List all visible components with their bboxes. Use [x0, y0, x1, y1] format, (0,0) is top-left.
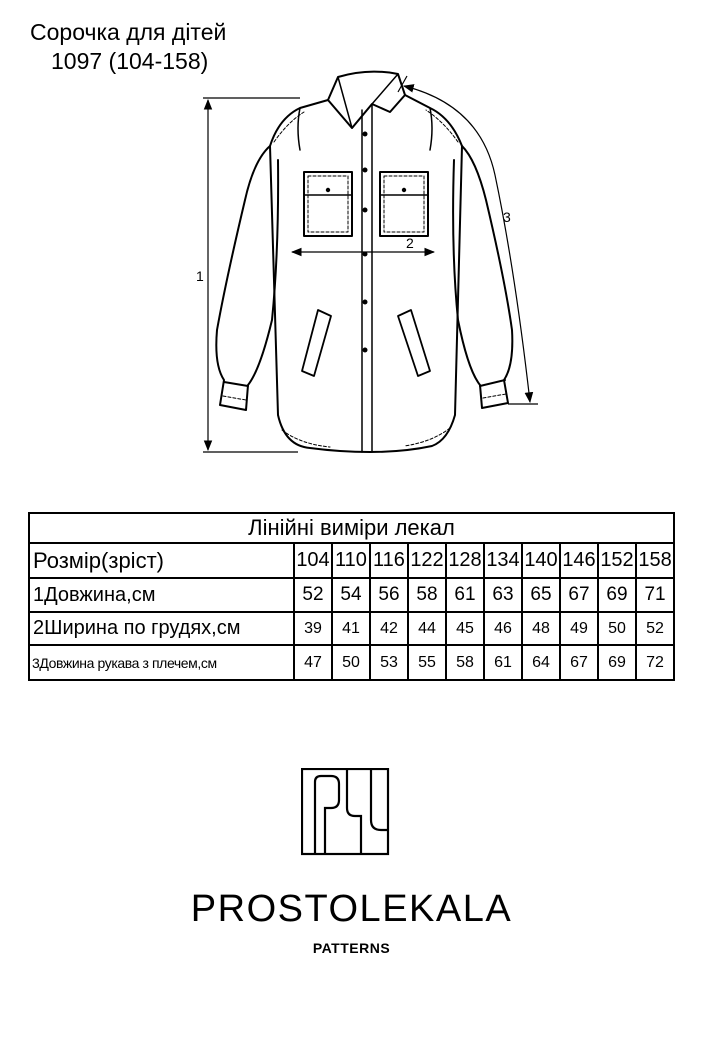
value-cell: 53	[369, 644, 409, 681]
row-label: Розмір(зріст)	[28, 542, 295, 579]
value-cell: 72	[634, 644, 676, 681]
value-cell: 42	[369, 611, 409, 646]
value-cell: 63	[483, 577, 523, 613]
dim-label-sleeve: 3	[503, 209, 511, 225]
brand-name: PROSTOLEKALA	[190, 888, 513, 930]
value-cell: 47	[293, 644, 333, 681]
pocket-button	[401, 187, 407, 193]
value-cell: 48	[521, 611, 561, 646]
button	[362, 167, 368, 173]
collar	[327, 70, 406, 129]
dim-label-length: 1	[196, 268, 204, 284]
right-sleeve-outline	[452, 145, 514, 409]
button	[362, 347, 368, 353]
value-cell: 67	[559, 644, 599, 681]
value-cell: 52	[293, 577, 333, 613]
value-cell: 55	[407, 644, 447, 681]
shirt-body-outline	[269, 94, 463, 453]
value-cell: 45	[445, 611, 485, 646]
table-title: Лінійні виміри лекал	[27, 512, 676, 544]
right-welt-pocket	[397, 309, 431, 377]
value-cell: 56	[369, 577, 409, 613]
title-line-2: 1097 (104-158)	[51, 48, 209, 74]
button	[362, 131, 368, 137]
row-label: 2Ширина по грудях,см	[28, 611, 295, 646]
value-cell: 58	[445, 644, 485, 681]
value-cell: 49	[559, 611, 599, 646]
left-chest-pocket	[303, 171, 353, 237]
pocket-button	[325, 187, 331, 193]
sleeve-dimension-line	[402, 84, 534, 404]
prostolekala-logo-icon	[301, 768, 390, 856]
row-label: 1Довжина,см	[28, 577, 295, 613]
title-line-1: Сорочка для дітей	[30, 19, 227, 45]
value-cell: 64	[521, 644, 561, 681]
right-cuff	[479, 379, 506, 387]
size-cell: 122	[407, 542, 447, 579]
left-sleeve-outline	[215, 145, 280, 411]
value-cell: 69	[597, 577, 637, 613]
value-cell: 58	[407, 577, 447, 613]
right-chest-pocket	[379, 171, 429, 237]
value-cell: 50	[331, 644, 371, 681]
value-cell: 52	[634, 611, 676, 646]
size-cell: 128	[445, 542, 485, 579]
size-cell: 110	[331, 542, 371, 579]
value-cell: 41	[331, 611, 371, 646]
value-cell: 71	[634, 577, 676, 613]
left-welt-pocket	[301, 309, 332, 377]
size-cell: 104	[293, 542, 333, 579]
value-cell: 67	[559, 577, 599, 613]
page-title: Сорочка для дітей 1097 (104-158)	[30, 18, 226, 76]
value-cell: 44	[407, 611, 447, 646]
left-cuff	[223, 381, 249, 387]
value-cell: 39	[293, 611, 333, 646]
brand-tagline: PATTERNS	[312, 940, 391, 956]
size-cell: 140	[521, 542, 561, 579]
value-cell: 50	[597, 611, 637, 646]
value-cell: 46	[483, 611, 523, 646]
value-cell: 61	[483, 644, 523, 681]
size-cell: 146	[559, 542, 599, 579]
value-cell: 65	[521, 577, 561, 613]
size-cell: 158	[634, 542, 676, 579]
value-cell: 69	[597, 644, 637, 681]
value-cell: 61	[445, 577, 485, 613]
button	[362, 299, 368, 305]
shirt-technical-drawing: 1 2 3	[196, 70, 538, 453]
dim-label-chest: 2	[406, 235, 414, 251]
row-label: 3Довжина рукава з плечем,см	[28, 644, 295, 681]
size-cell: 152	[597, 542, 637, 579]
button	[362, 207, 368, 213]
size-cell: 116	[369, 542, 409, 579]
value-cell: 54	[331, 577, 371, 613]
size-cell: 134	[483, 542, 523, 579]
